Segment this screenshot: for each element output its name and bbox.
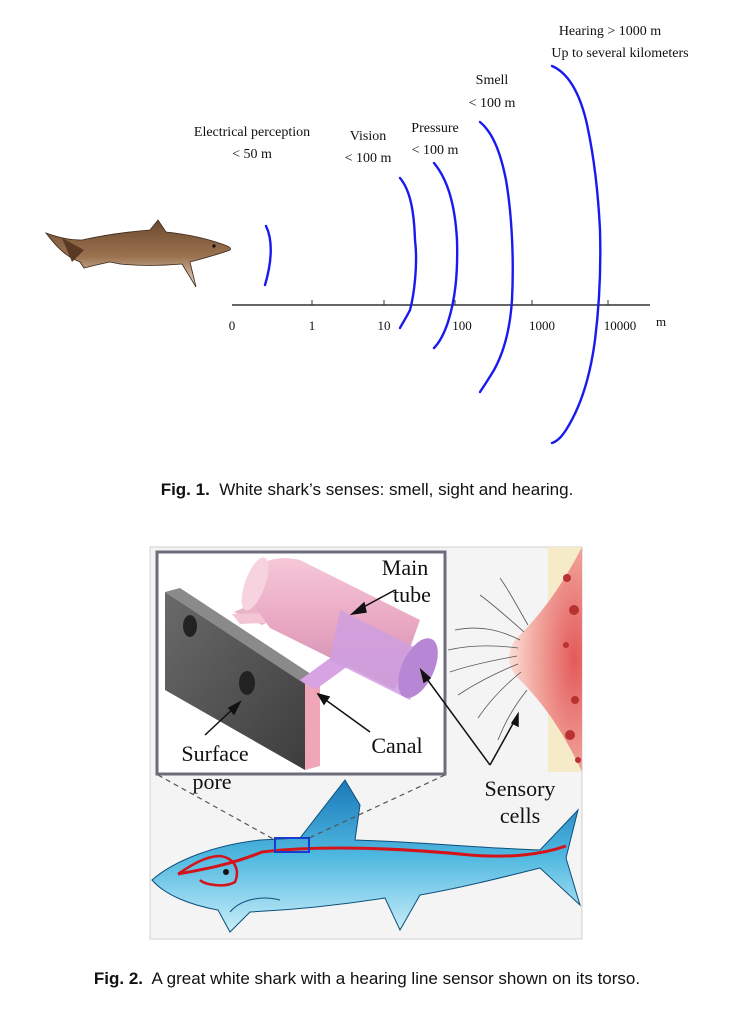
tick-label: 10000 [604,318,637,333]
figure-2-caption-text: A great white shark with a hearing line … [151,969,641,988]
surface-pore-hole [183,615,197,637]
sense-range-vision: < 100 m [345,151,392,166]
hearing-range-arc [550,64,602,445]
figure-1: 0 1 10 100 1000 10000 m Electrical perce… [44,24,689,445]
arrow-canal [322,697,371,733]
sensor-region-box [274,837,310,853]
blue-shark-image [151,779,582,933]
tick-label: 1000 [529,318,555,333]
tick-label: 1 [309,318,316,333]
main-tube-cylinder [241,557,438,700]
brown-shark-image [44,219,231,288]
sense-range-smell: < 100 m [469,96,516,111]
axis-unit: m [656,314,666,329]
sense-range-electrical: < 50 m [232,147,272,162]
zoom-line [308,774,446,839]
figure-2-caption-label: Fig. 2. [93,969,144,988]
main-tube-label: Main [382,555,428,580]
arrow-sensory-2 [489,719,516,766]
sensory-cells-label: cells [500,803,540,828]
canal-label: Canal [371,733,422,758]
surface-pore-hole [239,671,255,695]
sense-label-electrical: Electrical perception [194,125,310,140]
electrical-range-arc [263,224,272,287]
sense-label-vision: Vision [350,129,387,144]
tick-label: 0 [229,318,236,333]
sensory-cells-illustration [447,547,582,772]
sense-label-hearing: Hearing > 1000 m [559,24,661,39]
arrow-sensory-1 [423,674,491,766]
sensory-cells-label: Sensory [485,776,556,801]
zoom-line [157,774,276,841]
main-tube-label: tube [393,582,431,607]
vision-range-arc [398,176,418,330]
tick-label: 10 [378,318,391,333]
figure-2: Main tube Surface pore Canal Sensory cel… [149,546,583,940]
tick-label: 100 [452,318,472,333]
sense-label-smell: Smell [476,73,509,88]
lateral-line [177,844,567,876]
figure-1-caption: Fig. 1. White shark’s senses: smell, sig… [0,480,734,500]
sense-range-pressure: < 100 m [412,143,459,158]
figure-2-caption: Fig. 2. A great white shark with a heari… [0,969,734,989]
smell-range-arc [478,120,514,394]
surface-pore-label: pore [192,769,231,794]
axis-ticks [311,300,609,305]
surface-pore-label: Surface [181,741,248,766]
figure-1-caption-text: White shark’s senses: smell, sight and h… [219,480,574,499]
pressure-range-arc [432,161,459,350]
figure-1-caption-label: Fig. 1. [160,480,210,499]
sense-range-hearing: Up to several kilometers [551,46,688,61]
surface-plate [165,588,320,770]
sense-label-pressure: Pressure [411,121,458,136]
